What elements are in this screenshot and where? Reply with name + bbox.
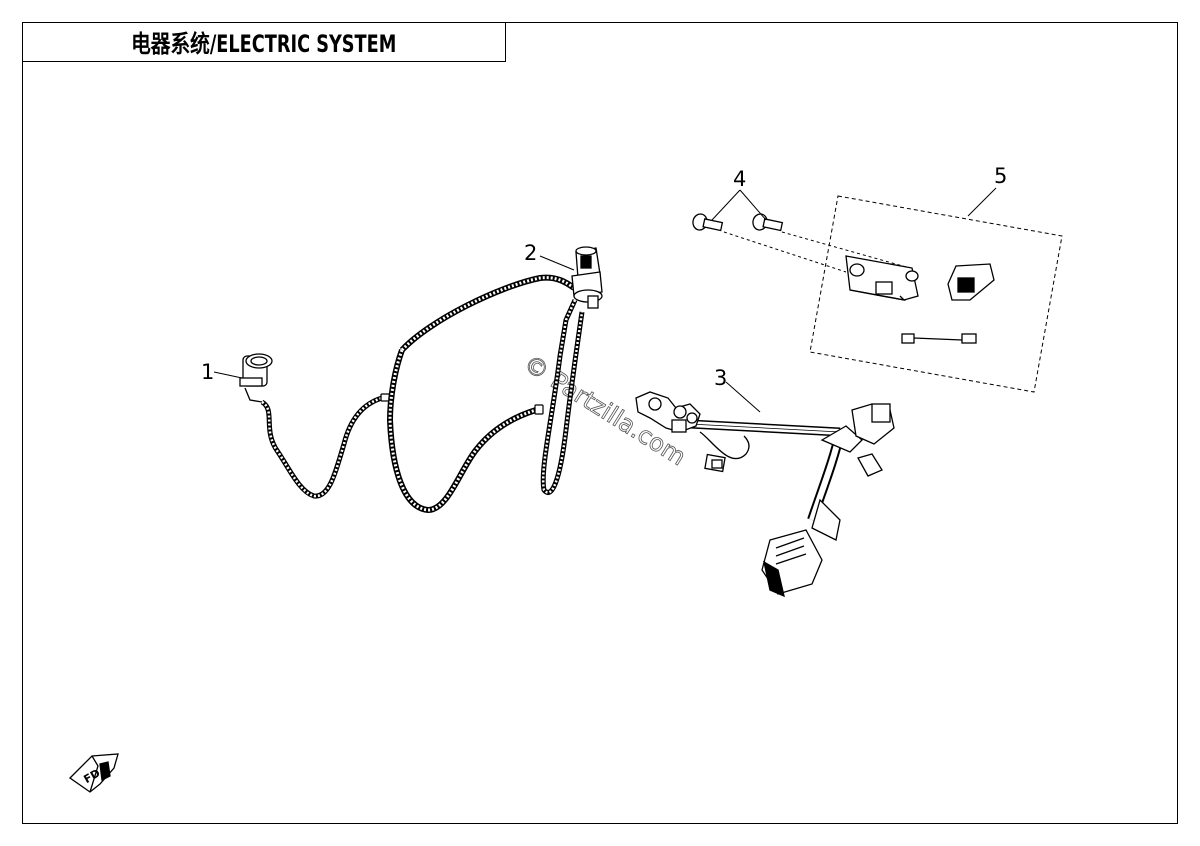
page-title: 电器系统/ELECTRIC SYSTEM <box>130 30 397 58</box>
front-direction-arrow-icon: FD <box>68 753 119 793</box>
callout-1: 1 <box>201 360 214 384</box>
part-3-main-harness[interactable] <box>635 391 895 598</box>
callout-4: 4 <box>733 167 746 191</box>
part-4-bolts[interactable] <box>691 213 911 273</box>
callout-5: 5 <box>994 164 1007 188</box>
part-2-switch[interactable] <box>540 246 603 495</box>
title-box: 电器系统/ELECTRIC SYSTEM <box>22 22 506 62</box>
part-5-kit[interactable] <box>809 195 1063 393</box>
callout-2: 2 <box>524 241 537 265</box>
leader-lines <box>213 187 997 413</box>
harness-loop <box>386 274 576 514</box>
part-1-socket[interactable] <box>239 353 391 499</box>
callout-3: 3 <box>714 366 727 390</box>
drawing-frame <box>22 22 1178 824</box>
